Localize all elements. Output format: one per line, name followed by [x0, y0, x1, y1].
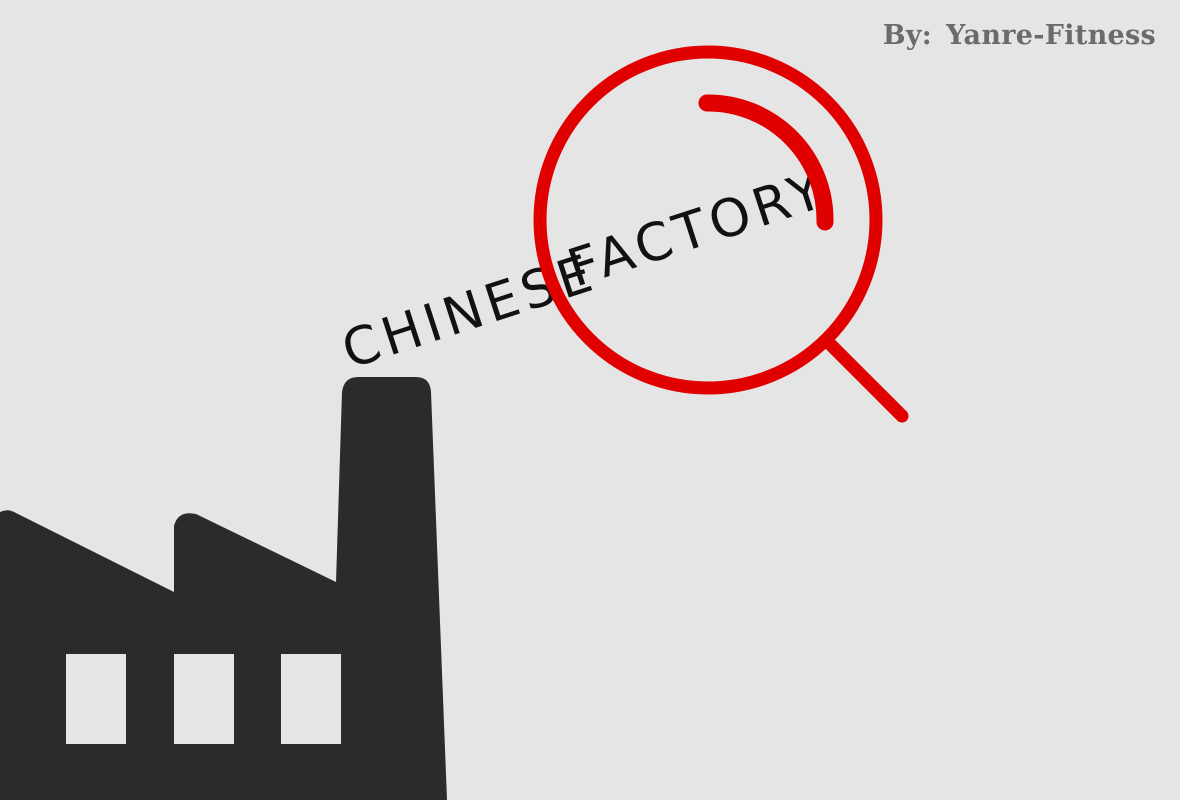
factory-window	[174, 654, 234, 744]
magnifier-handle	[823, 337, 909, 423]
magnifier-glare	[698, 94, 834, 231]
factory-icon	[0, 377, 447, 800]
factory-window	[66, 654, 126, 744]
factory-window	[281, 654, 341, 744]
magnifier-lens	[533, 45, 883, 395]
magnifying-glass-icon	[533, 45, 909, 423]
author-byline: By: Yanre-Fitness	[883, 20, 1156, 51]
slogan-word-factory: FACTORY	[561, 159, 835, 299]
byline-author: Yanre-Fitness	[946, 20, 1156, 51]
slogan: CHINESE FACTORY	[335, 159, 835, 381]
byline-prefix: By:	[882, 20, 933, 51]
